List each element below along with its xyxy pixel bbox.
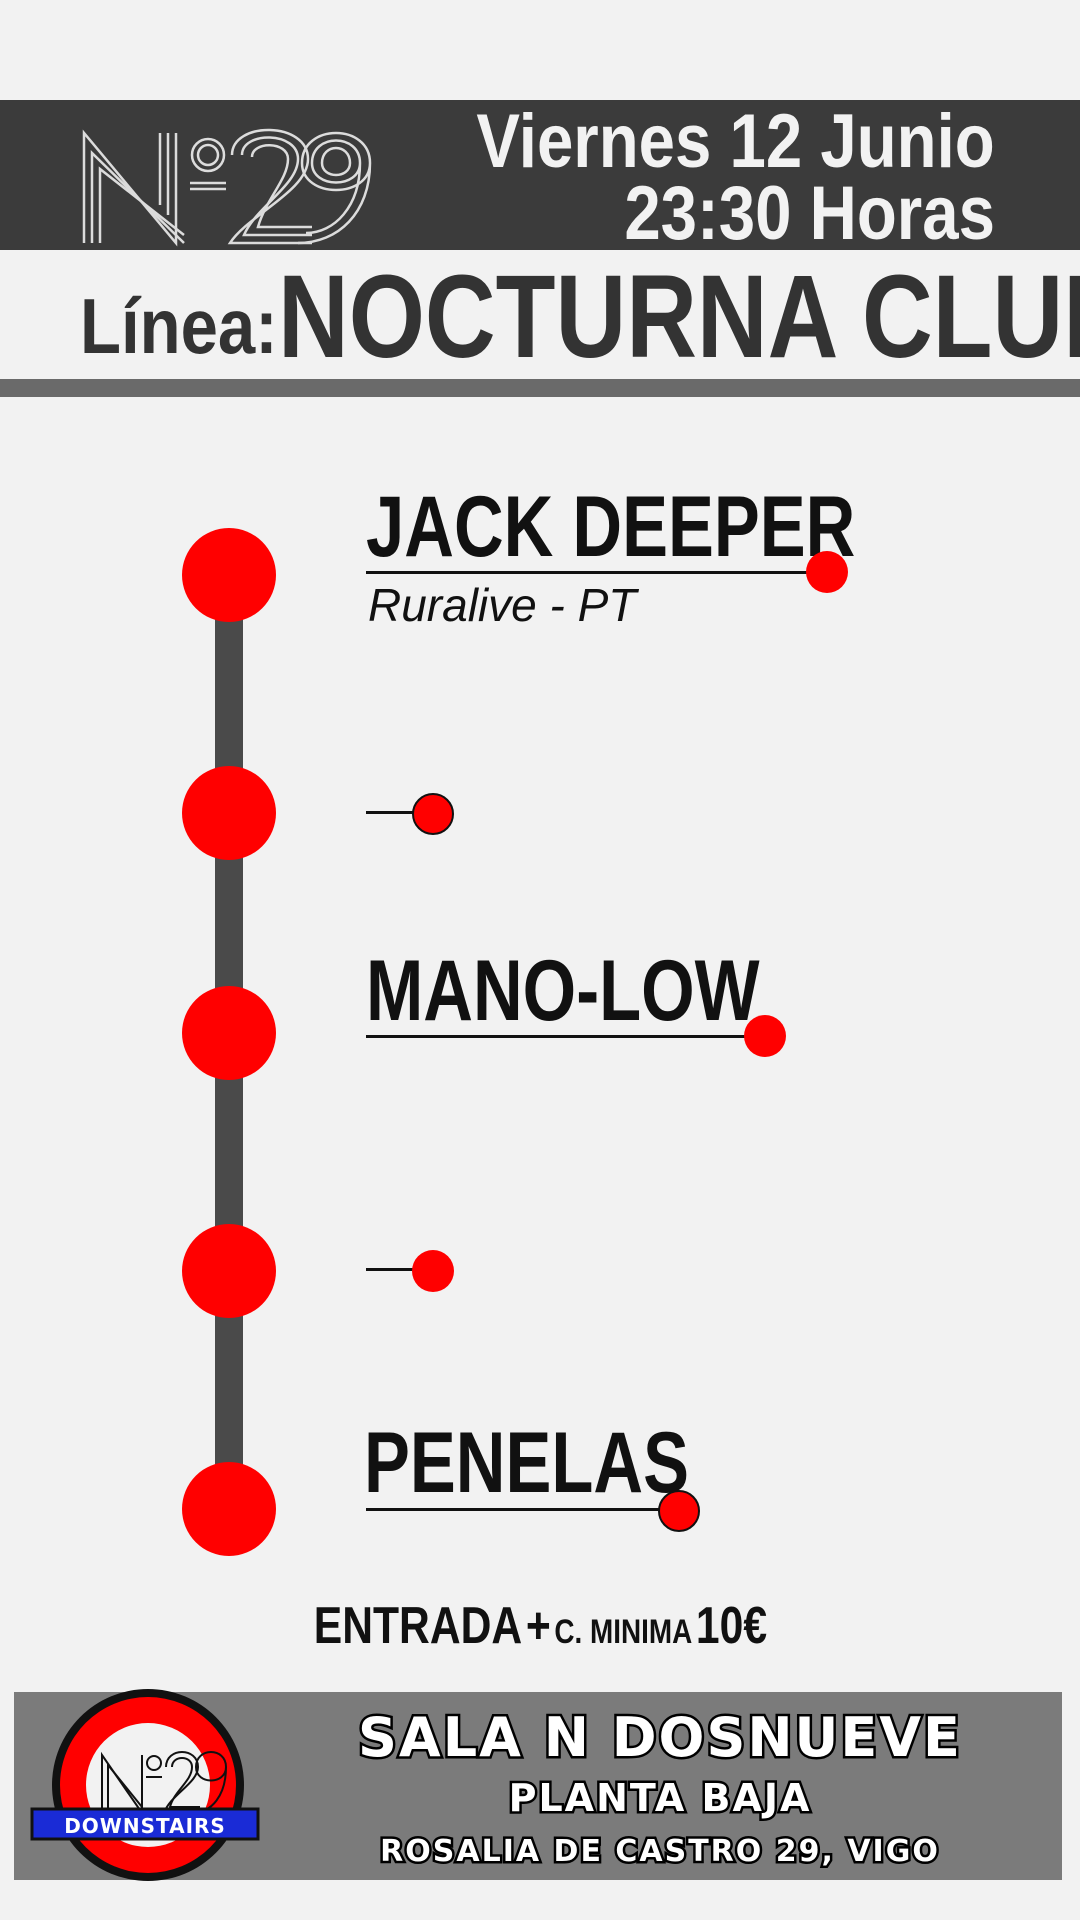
logo-letter-n xyxy=(82,129,185,247)
event-time: 23:30 Horas xyxy=(624,171,995,256)
logo-ordinal xyxy=(190,137,226,191)
title-prefix: Línea: xyxy=(80,282,278,370)
artist-label-1: Ruralive - PT xyxy=(368,579,637,631)
artist-connector-4 xyxy=(366,1268,416,1271)
artist-dot-5 xyxy=(658,1490,700,1532)
price-minimum-label: C. MINIMA xyxy=(554,1613,692,1651)
timeline-stop-3 xyxy=(182,986,276,1080)
title-divider xyxy=(0,379,1080,397)
price-entry-label: ENTRADA xyxy=(313,1597,522,1655)
event-title: Línea: NOCTURNA CLUB xyxy=(80,258,1080,378)
price-amount: 10€ xyxy=(695,1597,767,1655)
logo-digit-2 xyxy=(227,128,312,245)
artist-connector-2 xyxy=(366,811,416,814)
timeline-stop-5 xyxy=(182,1462,276,1556)
price-info: ENTRADA + C. MINIMA 10€ xyxy=(0,1596,1080,1656)
artist-connector-3 xyxy=(366,1035,746,1038)
timeline-stop-4 xyxy=(182,1224,276,1318)
title-main: NOCTURNA CLUB xyxy=(278,251,1080,383)
artist-dot-1 xyxy=(806,551,848,593)
timeline-stop-2 xyxy=(182,766,276,860)
artist-name-1: JACK DEEPER xyxy=(366,479,856,575)
artist-connector-1 xyxy=(366,571,810,574)
artist-connector-5 xyxy=(366,1508,664,1511)
price-plus: + xyxy=(525,1597,551,1655)
n29-logo xyxy=(82,128,372,247)
downstairs-badge: DOWNSTAIRS xyxy=(64,1814,226,1838)
venue-name: SALA N DOSNUEVE xyxy=(356,1705,963,1770)
artist-dot-3 xyxy=(744,1015,786,1057)
venue-address: ROSALIA DE CASTRO 29, VIGO xyxy=(378,1832,941,1872)
artist-dot-4 xyxy=(412,1250,454,1292)
logo-digit-9 xyxy=(297,131,372,245)
timeline-stop-1 xyxy=(182,528,276,622)
event-date: Viernes 12 Junio xyxy=(476,99,995,184)
artist-name-3: MANO-LOW xyxy=(366,943,760,1039)
downstairs-logo xyxy=(30,1689,260,1881)
header-bar xyxy=(0,100,1080,250)
artist-name-5: PENELAS xyxy=(364,1415,689,1511)
artist-dot-2 xyxy=(412,793,454,835)
venue-floor: PLANTA BAJA xyxy=(506,1774,812,1823)
